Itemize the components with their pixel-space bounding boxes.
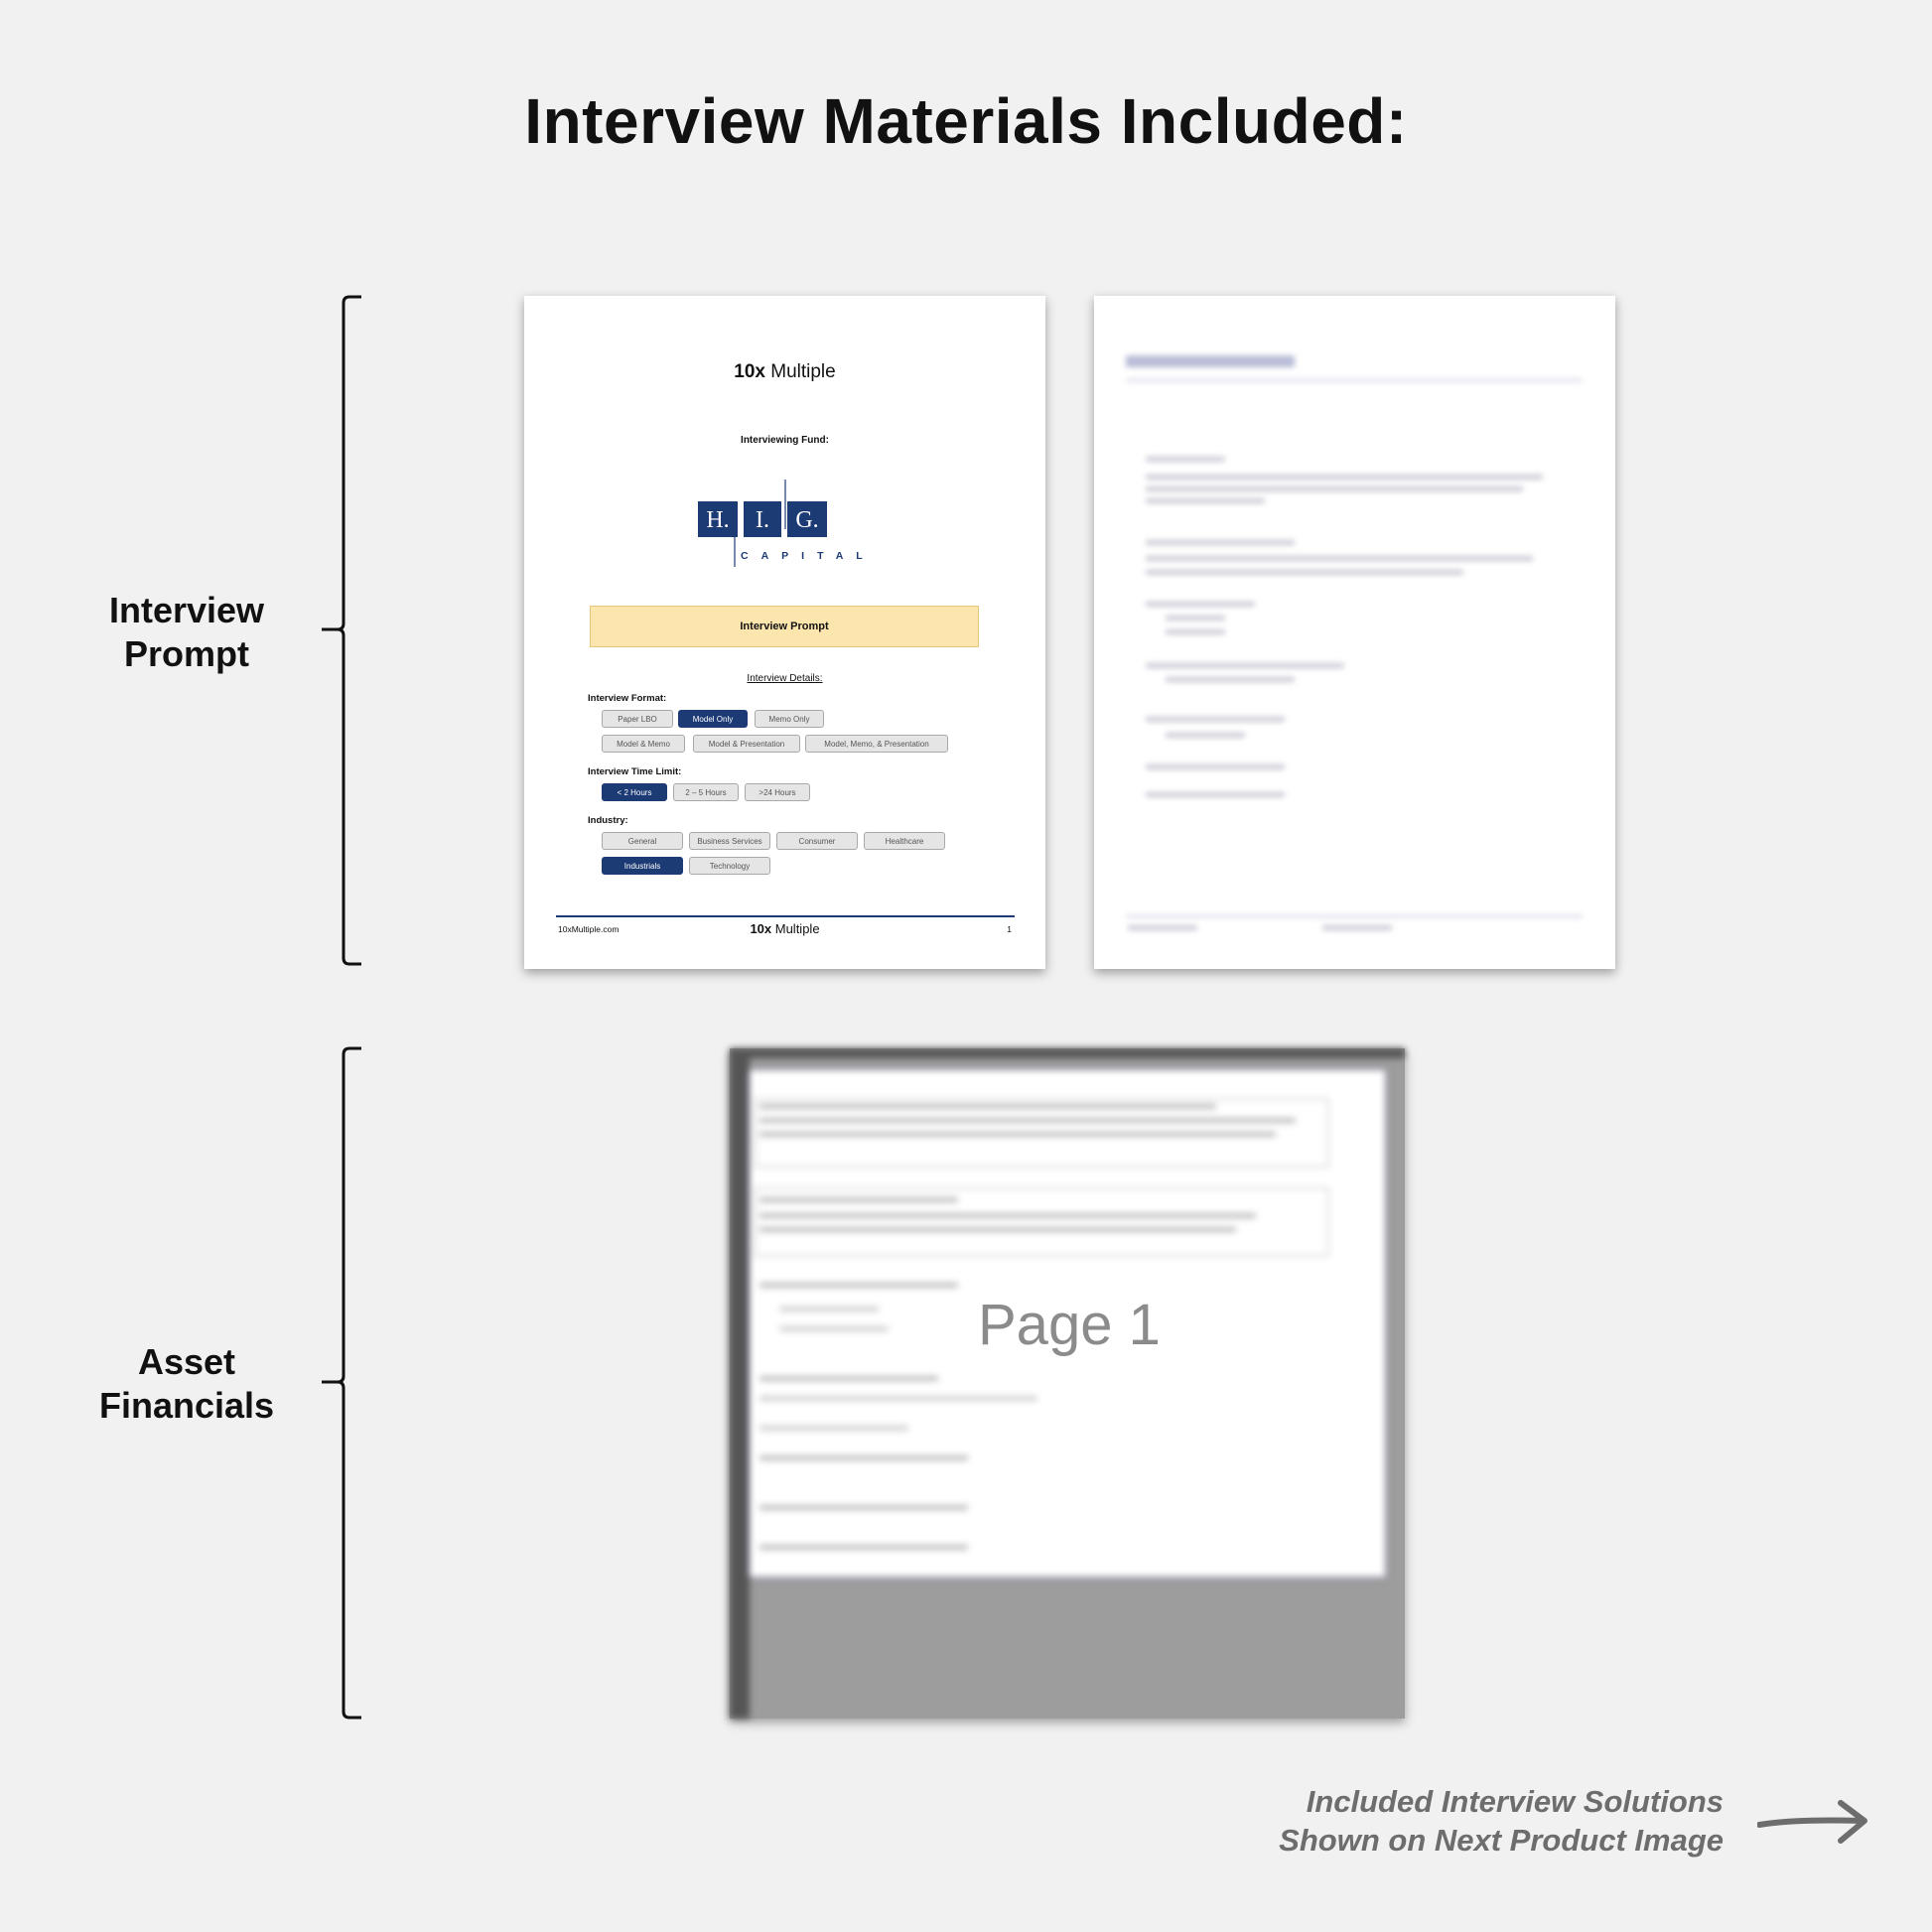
footer-divider (556, 915, 1015, 917)
asset-financials-spreadsheet: Page 1 (730, 1048, 1405, 1719)
blurred-content (1094, 296, 1615, 969)
industry-label: Industry: (588, 815, 628, 826)
footer-brand: 10x Multiple (524, 921, 1045, 936)
footer-website: 10xMultiple.com (558, 924, 620, 934)
sheet-watermark: Page 1 (978, 1293, 1161, 1357)
option-chip[interactable]: Business Services (689, 832, 770, 850)
brand-bold: 10x (734, 361, 765, 382)
interview-details-label: Interview Details: (747, 673, 823, 684)
option-chip[interactable]: Model, Memo, & Presentation (805, 735, 948, 753)
logo-letter-h: H. (706, 507, 729, 533)
brand-header: 10x Multiple (524, 361, 1045, 383)
option-chip[interactable]: General (602, 832, 683, 850)
caption-line-2: Shown on Next Product Image (1279, 1823, 1724, 1858)
option-chip[interactable]: 2 – 5 Hours (673, 783, 739, 801)
option-chip[interactable]: >24 Hours (745, 783, 810, 801)
option-chip[interactable]: Technology (689, 857, 770, 875)
solutions-caption: Included Interview Solutions Shown on Ne… (1279, 1782, 1724, 1860)
blurred-spreadsheet-content (730, 1048, 1405, 1719)
option-chip[interactable]: Model Only (678, 710, 748, 728)
hig-capital-logo: H. I. G. CAPITAL (698, 480, 876, 567)
option-chip[interactable]: Paper LBO (602, 710, 673, 728)
footer-brand-bold: 10x (750, 921, 772, 936)
fund-label: Interviewing Fund: (741, 435, 829, 446)
logo-subtitle: CAPITAL (741, 550, 876, 562)
logo-letter-g: G. (795, 507, 818, 533)
interview-prompt-page: 10x Multiple Interviewing Fund: H. I. G.… (524, 296, 1045, 969)
page-title: Interview Materials Included: (524, 85, 1408, 157)
option-chip[interactable]: Consumer (776, 832, 858, 850)
option-chip[interactable]: Memo Only (755, 710, 824, 728)
interview-prompt-bracket (322, 295, 361, 966)
option-chip[interactable]: < 2 Hours (602, 783, 667, 801)
interview-format-label: Interview Format: (588, 693, 667, 704)
option-chip[interactable]: Model & Presentation (693, 735, 800, 753)
footer-brand-rest: Multiple (771, 921, 820, 936)
option-chip[interactable]: Model & Memo (602, 735, 685, 753)
caption-line-1: Included Interview Solutions (1306, 1784, 1724, 1819)
logo-letter-i: I. (756, 507, 769, 533)
blurred-prompt-page (1094, 296, 1615, 969)
footer-page-number: 1 (1007, 924, 1012, 934)
asset-financials-bracket (322, 1046, 361, 1720)
interview-prompt-banner: Interview Prompt (590, 606, 979, 647)
brand-rest: Multiple (764, 361, 836, 382)
option-chip[interactable]: Healthcare (864, 832, 945, 850)
time-limit-label: Interview Time Limit: (588, 766, 682, 777)
arrow-right-icon (1757, 1800, 1867, 1844)
option-chip[interactable]: Industrials (602, 857, 683, 875)
